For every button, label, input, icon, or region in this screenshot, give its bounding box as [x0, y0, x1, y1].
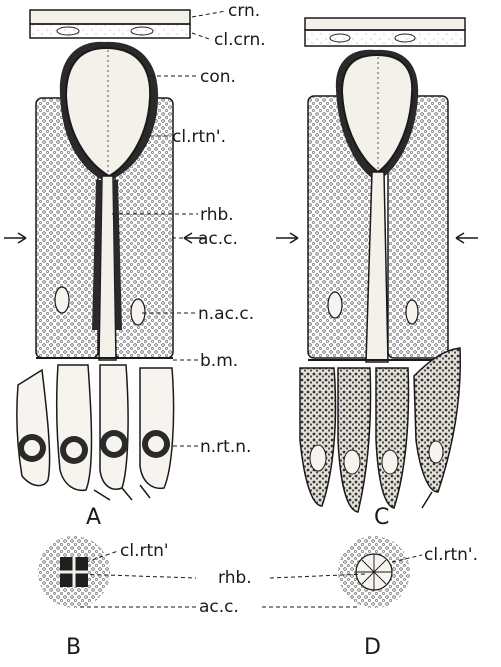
label-ac-c: ac.c. — [198, 229, 238, 249]
label-rhb: rhb. — [200, 205, 234, 225]
label-n-ac-c: n.ac.c. — [198, 304, 254, 324]
panel-a-drawing — [17, 10, 190, 500]
rhabdom-a — [99, 176, 116, 360]
retinula-cell-2-c — [338, 368, 371, 512]
label-crn: crn. — [228, 1, 260, 21]
label-cl-crn: cl.crn. — [214, 30, 266, 50]
accessory-nucleus-right-a — [131, 299, 145, 325]
retinula-cell-1-a — [17, 370, 50, 486]
label-b-m: b.m. — [200, 351, 238, 371]
cornea-cells-a — [30, 24, 190, 38]
left-arrow — [456, 233, 478, 243]
panel-d-drawing — [338, 536, 410, 608]
label-cl-rtn-d: cl.rtn'. — [424, 545, 478, 565]
label-con: con. — [200, 67, 236, 87]
label-rhb-b: rhb. — [218, 568, 252, 588]
label-cl-rtn-b: cl.rtn' — [120, 541, 169, 561]
panel-label-d: D — [364, 635, 381, 660]
label-cl-rtn: cl.rtn'. — [172, 127, 226, 147]
right-arrow — [276, 233, 298, 243]
panel-label-a: A — [86, 505, 101, 530]
label-n-rt-n: n.rt.n. — [200, 437, 251, 457]
retinula-cell-3-c — [376, 368, 408, 508]
accessory-nucleus-left-c — [328, 292, 342, 318]
retinula-cell-1-c — [300, 368, 336, 506]
cornea-c — [305, 18, 465, 30]
right-arrow — [4, 233, 26, 243]
panel-label-b: B — [66, 635, 81, 660]
retinula-cell-3-a — [100, 365, 128, 489]
panel-b-drawing — [38, 536, 110, 608]
accessory-nucleus-right-c — [406, 300, 418, 324]
retinula-cell-4-c — [414, 348, 460, 492]
cornea-a — [30, 10, 190, 24]
label-ac-c-b: ac.c. — [199, 597, 239, 617]
panel-c-drawing — [300, 18, 465, 512]
retinula-cell-2-a — [57, 365, 92, 490]
retinula-cell-4-a — [140, 368, 174, 488]
panel-label-c: C — [374, 505, 389, 530]
accessory-nucleus-left-a — [55, 287, 69, 313]
